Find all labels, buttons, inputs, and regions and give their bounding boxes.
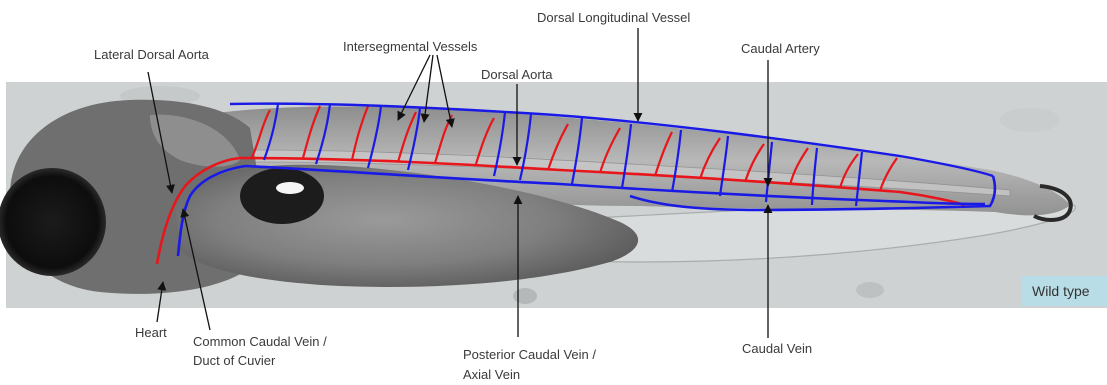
photo-smudge bbox=[1000, 108, 1060, 132]
label-dorsal-longitudinal-vessel: Dorsal Longitudinal Vessel bbox=[537, 9, 690, 26]
label-posterior-caudal-vein: Posterior Caudal Vein / bbox=[463, 346, 596, 363]
label-caudal-vein: Caudal Vein bbox=[742, 340, 812, 357]
eye bbox=[0, 168, 106, 276]
label-duct-of-cuvier: Duct of Cuvier bbox=[193, 352, 275, 369]
photo-smudge bbox=[513, 288, 537, 304]
label-lateral-dorsal-aorta: Lateral Dorsal Aorta bbox=[94, 46, 209, 63]
swim-bladder bbox=[240, 168, 324, 224]
wild-type-badge: Wild type bbox=[1022, 276, 1107, 306]
label-dorsal-aorta: Dorsal Aorta bbox=[481, 66, 553, 83]
label-caudal-artery: Caudal Artery bbox=[741, 40, 820, 57]
label-axial-vein: Axial Vein bbox=[463, 366, 520, 383]
swim-bladder-highlight bbox=[276, 182, 304, 194]
photo-smudge bbox=[856, 282, 884, 298]
label-common-caudal-vein: Common Caudal Vein / bbox=[193, 333, 327, 350]
label-heart: Heart bbox=[135, 324, 167, 341]
label-intersegmental-vessels: Intersegmental Vessels bbox=[343, 38, 477, 55]
